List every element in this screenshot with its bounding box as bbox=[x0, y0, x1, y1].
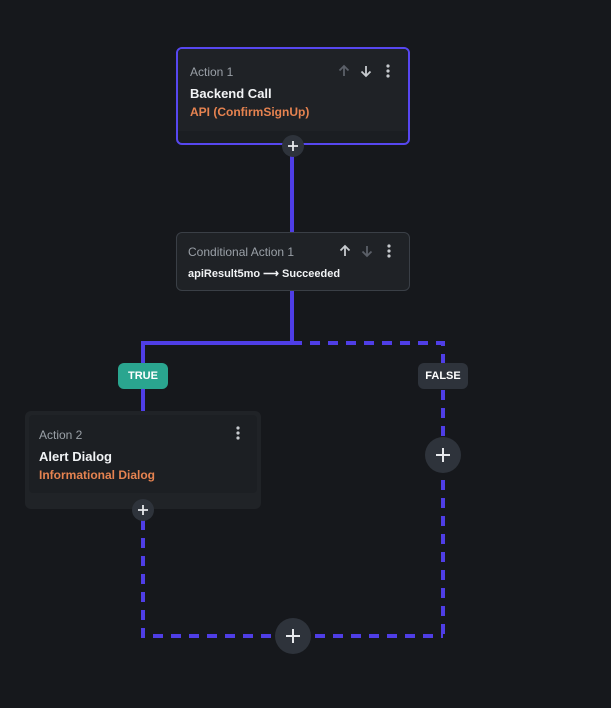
connector-action2-to-merge bbox=[141, 520, 443, 638]
more-vert-icon[interactable] bbox=[381, 243, 397, 259]
conditional-label: Conditional Action 1 bbox=[188, 245, 295, 259]
arrow-down-icon[interactable] bbox=[358, 63, 374, 79]
action1-card[interactable]: Action 1 Backend Call API (ConfirmSignUp… bbox=[176, 47, 410, 145]
more-vert-icon[interactable] bbox=[380, 63, 396, 79]
action2-title: Alert Dialog bbox=[39, 449, 112, 464]
add-action-button[interactable] bbox=[282, 135, 304, 157]
action2-card[interactable]: Action 2 Alert Dialog Informational Dial… bbox=[25, 411, 261, 509]
connector-false-branch bbox=[292, 341, 445, 636]
arrow-up-icon[interactable] bbox=[337, 243, 353, 259]
add-false-branch-action-button[interactable] bbox=[425, 437, 461, 473]
true-branch-badge: TRUE bbox=[118, 363, 168, 389]
conditional-expression: apiResult5mo ⟶ Succeeded bbox=[188, 268, 341, 280]
action2-detail: Informational Dialog bbox=[39, 468, 156, 482]
action2-label: Action 2 bbox=[39, 428, 83, 442]
plus-icon bbox=[286, 629, 300, 643]
plus-icon bbox=[138, 505, 148, 515]
more-vert-icon[interactable] bbox=[230, 425, 246, 441]
false-branch-badge: FALSE bbox=[418, 363, 468, 389]
arrow-down-icon[interactable] bbox=[359, 243, 375, 259]
action1-detail: API (ConfirmSignUp) bbox=[190, 105, 310, 119]
add-merge-action-button[interactable] bbox=[275, 618, 311, 654]
action1-label: Action 1 bbox=[190, 65, 234, 79]
plus-icon bbox=[436, 448, 450, 462]
arrow-up-icon[interactable] bbox=[336, 63, 352, 79]
action1-title: Backend Call bbox=[190, 86, 272, 101]
conditional-action-card[interactable]: Conditional Action 1 apiResult5mo ⟶ Succ… bbox=[176, 232, 410, 291]
connector-conditional-to-true bbox=[141, 291, 294, 412]
plus-icon bbox=[288, 141, 298, 151]
add-action-button[interactable] bbox=[132, 499, 154, 521]
